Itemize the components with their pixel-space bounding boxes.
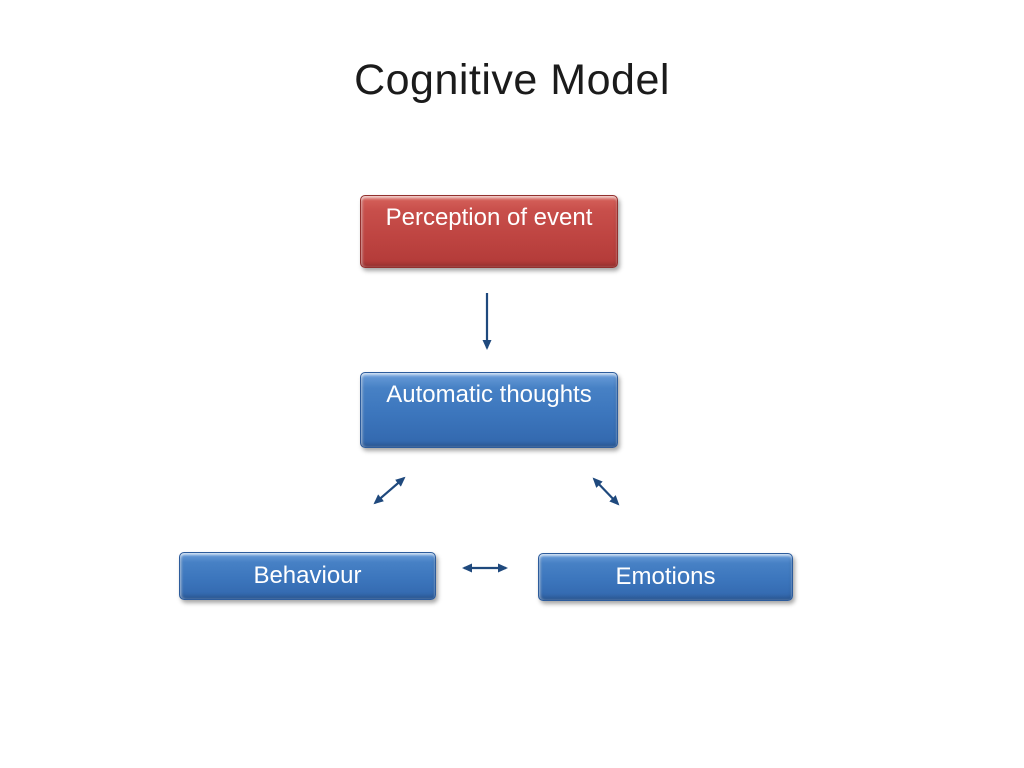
node-emotions: Emotions (538, 553, 793, 601)
node-emotions-label: Emotions (615, 563, 716, 590)
node-automatic-thoughts: Automatic thoughts (360, 372, 618, 448)
connector-automatic-behaviour-arrow (373, 476, 406, 505)
node-perception-of-event: Perception of event (360, 195, 618, 268)
node-automatic-thoughts-label: Automatic thoughts (386, 381, 592, 408)
node-behaviour-label: Behaviour (253, 562, 362, 589)
node-behaviour: Behaviour (179, 552, 436, 600)
node-perception-of-event-label: Perception of event (385, 204, 593, 231)
connector-automatic-emotions-arrow (592, 477, 620, 506)
slide-title: Cognitive Model (354, 56, 670, 104)
